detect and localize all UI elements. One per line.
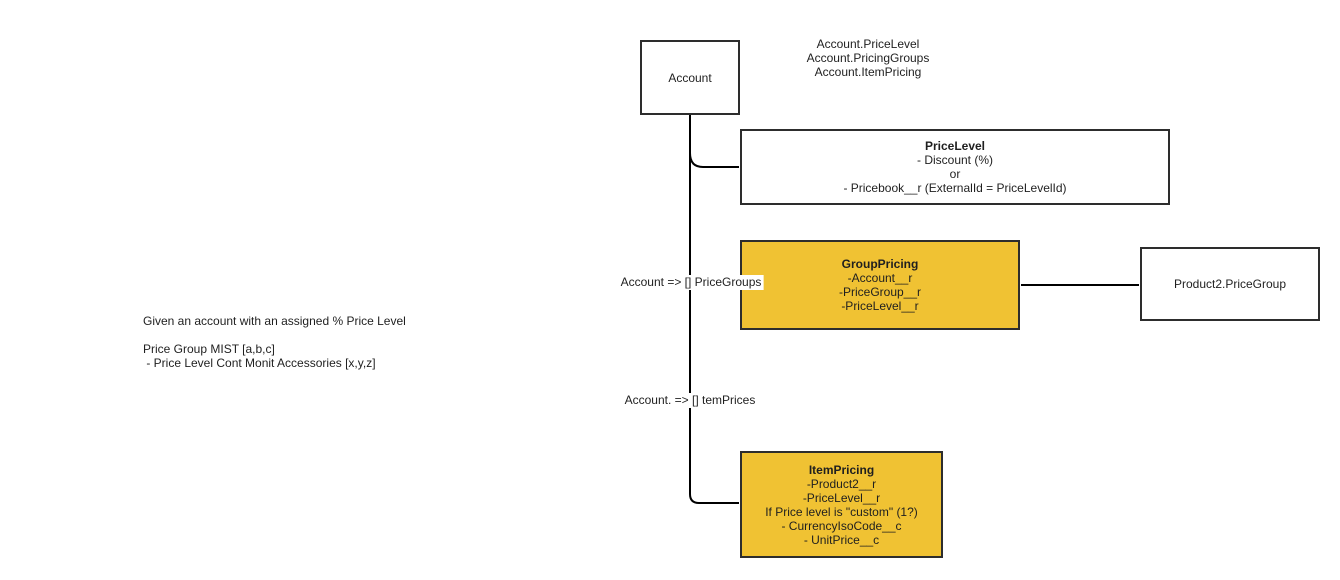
node-pricelevel-line: - Pricebook__r (ExternalId = PriceLevelI…	[843, 181, 1067, 195]
node-itempricing-line: -PriceLevel__r	[802, 490, 881, 505]
node-grouppricing[interactable]: GroupPricing -Account__r -PriceGroup__r …	[740, 240, 1020, 330]
note-line: Account.PriceLevel	[816, 37, 920, 51]
node-account-title: Account	[668, 70, 712, 85]
connector-account-pricelevel[interactable]	[689, 152, 739, 168]
edge-label-pricegroups[interactable]: Account => [] PriceGroups	[618, 275, 764, 290]
node-grouppricing-title: GroupPricing	[841, 257, 919, 271]
node-itempricing-title: ItemPricing	[808, 462, 875, 477]
node-pricelevel-title: PriceLevel	[924, 139, 986, 153]
node-grouppricing-line: -Account__r	[847, 271, 913, 285]
node-grouppricing-line: -PriceGroup__r	[838, 285, 922, 299]
node-itempricing-line: If Price level is "custom" (1?)	[765, 504, 918, 519]
node-product2-pricegroup-title: Product2.PriceGroup	[1173, 277, 1287, 291]
node-itempricing-line: - UnitPrice__c	[803, 532, 880, 547]
note-line: Given an account with an assigned % Pric…	[143, 314, 406, 328]
edge-label-itemprices[interactable]: Account. => [] temPrices	[622, 393, 758, 408]
node-itempricing-line: - CurrencyIsoCode__c	[781, 518, 902, 533]
note-line: Account.PricingGroups	[806, 51, 930, 65]
note-line	[143, 328, 483, 342]
node-pricelevel-line: - Discount (%)	[916, 153, 993, 167]
node-pricelevel[interactable]: PriceLevel - Discount (%) or - Pricebook…	[740, 129, 1170, 205]
note-line: Account.ItemPricing	[814, 65, 922, 79]
node-grouppricing-line: -PriceLevel__r	[841, 299, 919, 313]
note-scenario[interactable]: Given an account with an assigned % Pric…	[143, 314, 483, 370]
connector-account-itempricing[interactable]	[689, 114, 739, 504]
node-pricelevel-line: or	[949, 167, 961, 181]
node-itempricing[interactable]: ItemPricing -Product2__r -PriceLevel__r …	[740, 451, 943, 558]
note-account-relations[interactable]: Account.PriceLevel Account.PricingGroups…	[768, 37, 968, 79]
node-itempricing-line: -Product2__r	[806, 476, 877, 491]
node-product2-pricegroup[interactable]: Product2.PriceGroup	[1140, 247, 1320, 321]
note-line: - Price Level Cont Monit Accessories [x,…	[143, 356, 376, 370]
note-line: Price Group MIST [a,b,c]	[143, 342, 275, 356]
node-account[interactable]: Account	[640, 40, 740, 115]
